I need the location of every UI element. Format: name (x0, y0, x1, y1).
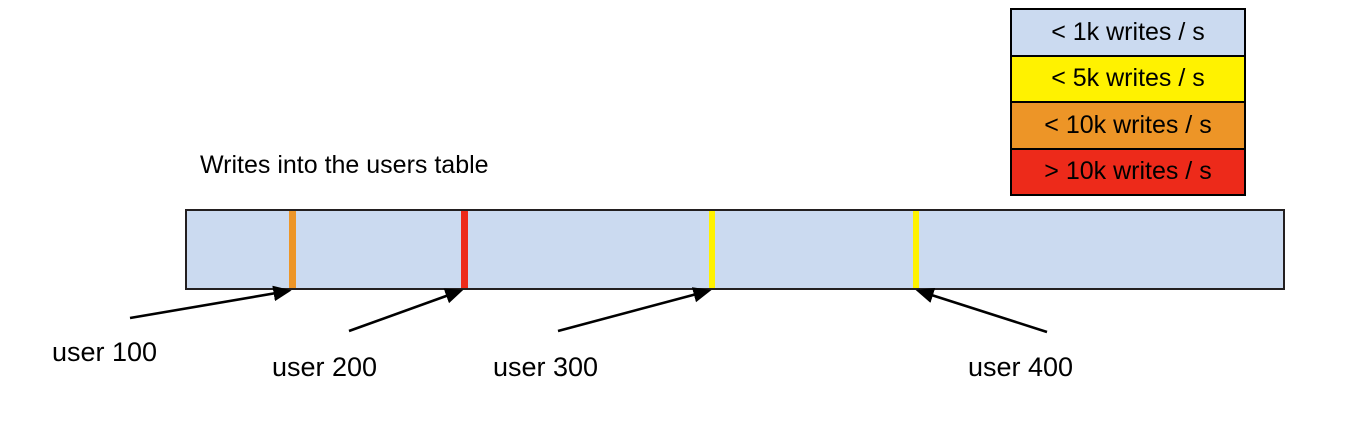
user-300-stripe (709, 211, 715, 288)
user-400-stripe (913, 211, 919, 288)
legend-under-1k: < 1k writes / s (1010, 8, 1246, 57)
user-300-arrow (557, 287, 712, 333)
user-400-arrow (915, 288, 1048, 334)
user-100-stripe (289, 211, 296, 288)
diagram-caption: Writes into the users table (200, 151, 489, 179)
legend-item-label: > 10k writes / s (1044, 157, 1212, 186)
legend-item-label: < 10k writes / s (1044, 110, 1212, 139)
legend-item-label: < 1k writes / s (1051, 17, 1205, 46)
legend-under-10k: < 10k writes / s (1010, 101, 1246, 150)
user-300-label: user 300 (493, 352, 599, 382)
user-200-label: user 200 (272, 352, 378, 382)
legend-under-5k: < 5k writes / s (1010, 54, 1246, 103)
legend: < 1k writes / s < 5k writes / s < 10k writ… (1010, 8, 1246, 196)
user-400-label: user 400 (968, 352, 1074, 382)
user-100-label: user 100 (52, 337, 158, 367)
user-100-arrow (129, 285, 292, 320)
user-200-arrow (348, 288, 464, 333)
legend-item-label: < 5k writes / s (1051, 64, 1205, 93)
users-table-bar (185, 209, 1285, 290)
user-200-stripe (461, 211, 468, 288)
legend-over-10k: > 10k writes / s (1010, 147, 1246, 196)
